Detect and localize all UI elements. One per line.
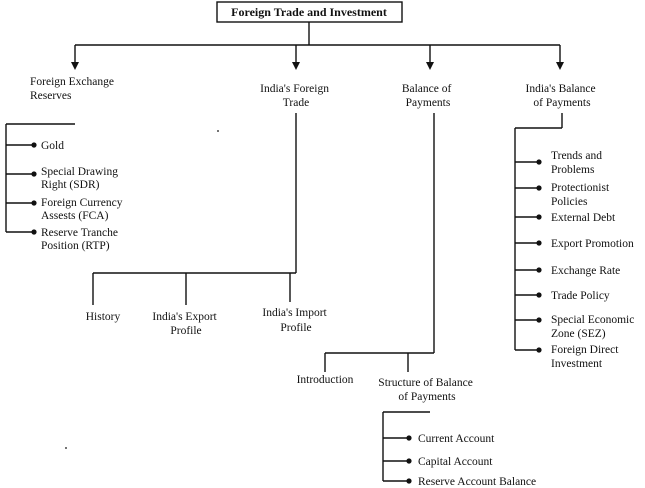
list-item: Gold (41, 140, 64, 152)
foreign-trade-title: India's Foreign Trade (260, 83, 332, 109)
list-item-line: External Debt (551, 212, 616, 224)
list-item-line: Profile (280, 322, 311, 334)
bullet (406, 458, 412, 464)
list-item: External Debt (551, 212, 616, 224)
list-item-line: Protectionist (551, 182, 610, 194)
foreign-trade-title-line: India's Foreign (260, 83, 329, 95)
arrow-fx-reserves (71, 62, 79, 70)
list-item: Reserve Account Balance (418, 476, 536, 488)
bullet (536, 292, 542, 298)
list-item-line: of Payments (398, 391, 456, 403)
list-item-line: India's Import (262, 307, 327, 319)
india-bop-title-line: India's Balance (526, 83, 596, 95)
bullet (536, 185, 542, 191)
list-item: Reserve Tranche Position (RTP) (41, 227, 121, 252)
list-item: Export Promotion (551, 238, 634, 250)
list-item-line: Reserve Tranche (41, 227, 118, 239)
root-label: Foreign Trade and Investment (231, 5, 387, 19)
list-item: Trends and Problems (551, 150, 605, 176)
list-item: India's Export Profile (152, 311, 219, 337)
bop-title: Balance of Payments (402, 83, 454, 109)
fx-reserves-title-line: Foreign Exchange (30, 76, 114, 88)
list-item-line: Special Economic (551, 314, 634, 326)
bullet (536, 267, 542, 273)
bullet (536, 347, 542, 353)
bullet (31, 229, 37, 235)
list-item: Exchange Rate (551, 265, 620, 277)
bullet (536, 240, 542, 246)
list-item: Introduction (297, 374, 354, 386)
list-item-line: Foreign Direct (551, 344, 619, 356)
arrow-foreign-trade (292, 62, 300, 70)
list-item: Current Account (418, 433, 495, 445)
fx-reserves-title-line: Reserves (30, 90, 72, 102)
bullet (536, 317, 542, 323)
arrow-bop (426, 62, 434, 70)
list-item-line: India's Export (152, 311, 217, 323)
list-item-line: Special Drawing (41, 166, 118, 178)
bullet (31, 171, 37, 177)
scan-speck (65, 447, 67, 449)
bullet (31, 142, 37, 148)
bop-title-line: Balance of (402, 83, 452, 95)
list-item-line: Zone (SEZ) (551, 328, 606, 340)
list-item-line: Introduction (297, 374, 354, 386)
list-item-line: Trends and (551, 150, 602, 162)
list-item-line: Structure of Balance (378, 377, 473, 389)
bullet (536, 159, 542, 165)
list-item: History (86, 311, 121, 323)
list-item: Trade Policy (551, 290, 610, 302)
list-item-line: Trade Policy (551, 290, 610, 302)
foreign-trade-title-line: Trade (283, 97, 309, 109)
list-item: Special Drawing Right (SDR) (41, 166, 121, 191)
list-item-line: History (86, 311, 121, 323)
list-item-line: Exchange Rate (551, 265, 620, 277)
india-bop-title: India's Balance of Payments (526, 83, 599, 109)
scan-speck (217, 130, 219, 132)
india-bop-title-line: of Payments (533, 97, 591, 109)
list-item-line: Assests (FCA) (41, 210, 109, 222)
list-item-line: Profile (170, 325, 201, 337)
list-item: Special Economic Zone (SEZ) (551, 314, 637, 340)
list-item-line: Foreign Currency (41, 197, 123, 209)
bullet (406, 478, 412, 484)
list-item-line: Policies (551, 196, 588, 208)
list-item: India's Import Profile (262, 307, 329, 334)
arrow-india-bop (556, 62, 564, 70)
list-item: Foreign Currency Assests (FCA) (41, 197, 125, 222)
list-item: Capital Account (418, 456, 493, 468)
list-item: Protectionist Policies (551, 182, 612, 208)
list-item: Structure of Balance of Payments (378, 377, 475, 403)
bop-title-line: Payments (406, 97, 451, 109)
bullet (406, 435, 412, 441)
list-item-line: Gold (41, 140, 64, 152)
list-item-line: Investment (551, 358, 603, 370)
list-item-line: Position (RTP) (41, 240, 110, 252)
list-item-line: Export Promotion (551, 238, 634, 250)
list-item-line: Capital Account (418, 456, 493, 468)
bullet (31, 200, 37, 206)
fx-reserves-title: Foreign Exchange Reserves (30, 76, 117, 102)
bullet (536, 214, 542, 220)
list-item-line: Right (SDR) (41, 179, 100, 191)
list-item-line: Reserve Account Balance (418, 476, 536, 488)
list-item-line: Problems (551, 164, 595, 176)
list-item: Foreign Direct Investment (551, 344, 621, 370)
list-item-line: Current Account (418, 433, 495, 445)
